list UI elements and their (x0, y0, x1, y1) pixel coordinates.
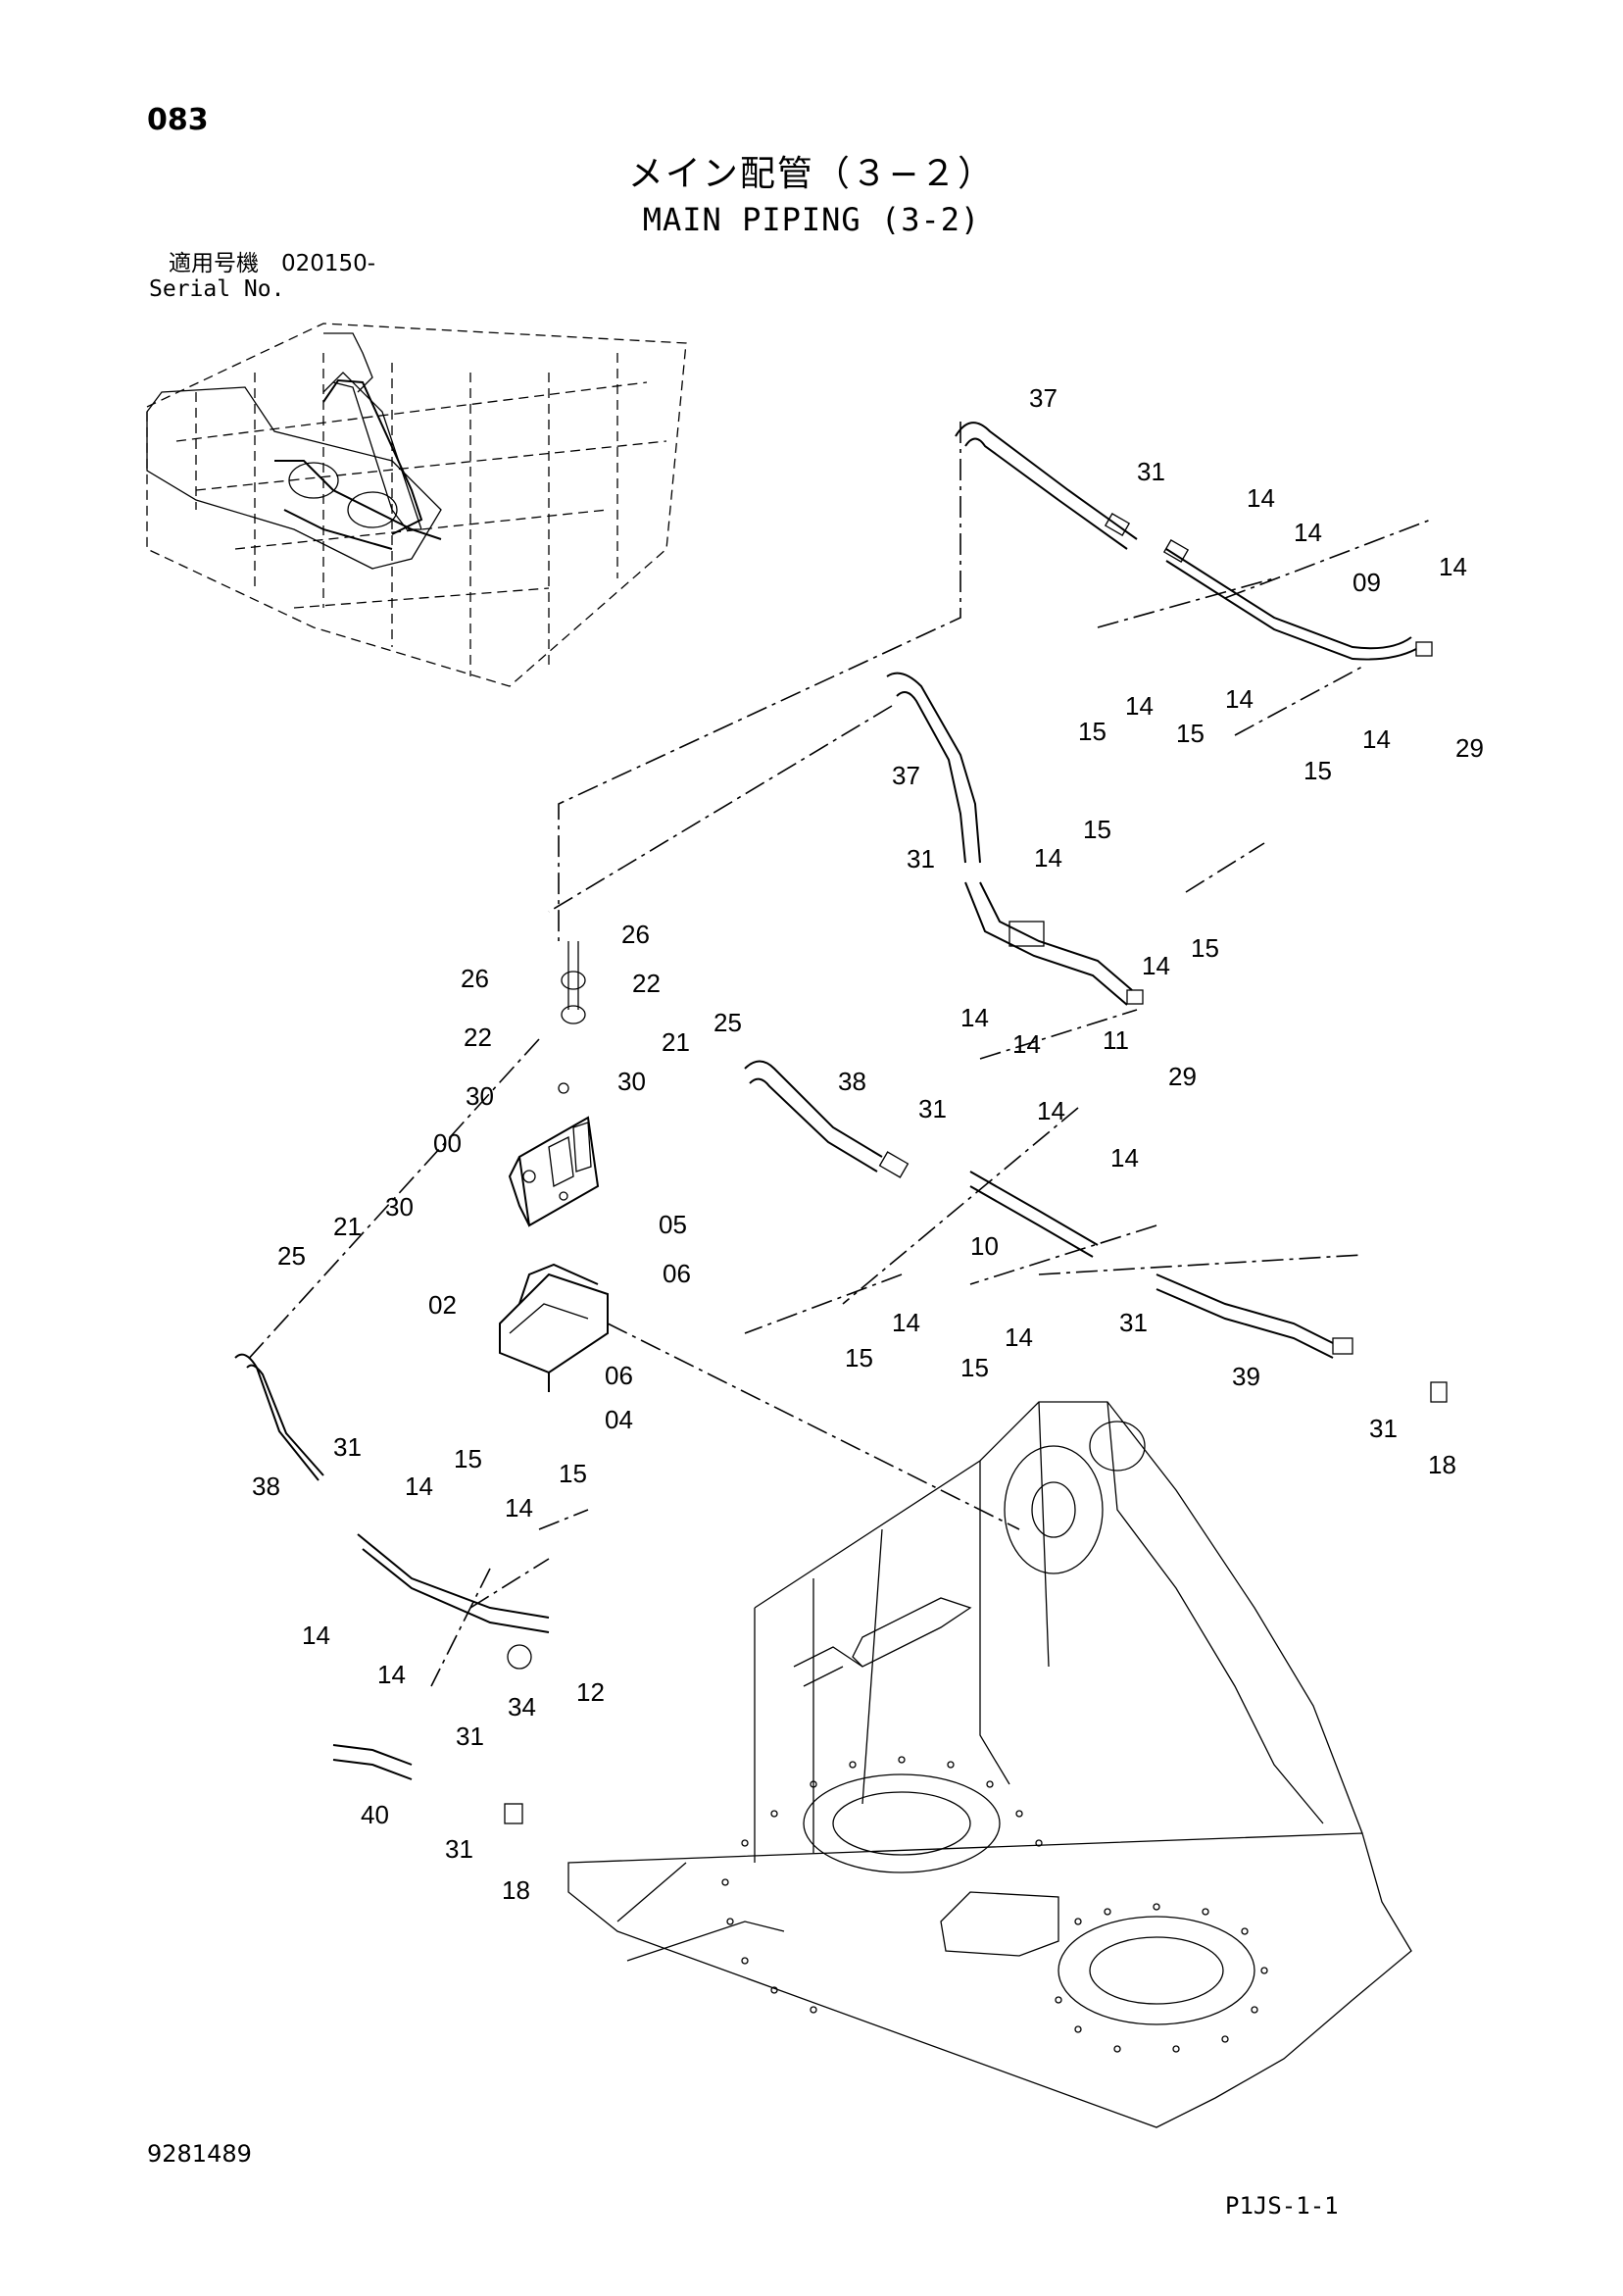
callout-14: 14 (377, 1660, 406, 1689)
callout-14: 14 (505, 1493, 533, 1522)
callout-21: 21 (333, 1212, 362, 1241)
callout-31: 31 (333, 1432, 362, 1462)
callout-21: 21 (662, 1027, 690, 1057)
callout-25: 25 (713, 1008, 742, 1037)
callout-14: 14 (1225, 684, 1254, 714)
callout-09: 09 (1352, 568, 1381, 597)
callout-15: 15 (559, 1459, 587, 1488)
callout-31: 31 (1119, 1308, 1148, 1337)
callout-15: 15 (1078, 717, 1107, 746)
callout-29: 29 (1455, 733, 1484, 763)
callout-40: 40 (361, 1800, 389, 1829)
callout-05: 05 (659, 1210, 687, 1239)
hose-38-tube-10-hose-39-assembly (744, 1060, 1448, 1403)
reference-code: P1JS-1-1 (1225, 2192, 1339, 2220)
callout-31: 31 (456, 1722, 484, 1751)
callout-38-upper: 38 (838, 1067, 866, 1096)
callout-30: 30 (385, 1192, 414, 1222)
hose-37-tube-09-upper-assembly (955, 422, 1433, 661)
serial-number-label: Serial No. (149, 276, 285, 302)
callout-15: 15 (845, 1343, 873, 1373)
callout-14: 14 (1142, 951, 1170, 980)
applicable-serial-label: 適用号機 020150- (169, 251, 376, 276)
callout-18: 18 (502, 1875, 530, 1905)
callout-38-lower: 38 (252, 1472, 280, 1501)
callout-15: 15 (960, 1353, 989, 1382)
callout-31: 31 (907, 844, 935, 873)
callout-39: 39 (1232, 1362, 1260, 1391)
callout-26: 26 (461, 964, 489, 993)
callout-14: 14 (1110, 1143, 1139, 1173)
hose-38-tube-12-hose-40-assembly (234, 1353, 550, 1824)
callout-14: 14 (405, 1472, 433, 1501)
callout-29: 29 (1168, 1062, 1197, 1091)
callout-14: 14 (1005, 1323, 1033, 1352)
callout-31: 31 (1369, 1414, 1398, 1443)
callout-30: 30 (617, 1067, 646, 1096)
callout-00: 00 (433, 1128, 462, 1158)
callout-14: 14 (892, 1308, 920, 1337)
callout-25: 25 (277, 1241, 306, 1271)
valve-block-00 (508, 941, 600, 1227)
callout-labels: 37 31 14 14 09 14 15 14 15 14 14 15 29 3… (252, 383, 1484, 1905)
callout-37-upper: 37 (1029, 383, 1057, 413)
callout-31-upper: 31 (1137, 457, 1165, 486)
callout-14: 14 (1034, 843, 1062, 873)
swing-frame-outline (567, 1401, 1412, 2128)
callout-15: 15 (1191, 933, 1219, 963)
callout-31: 31 (918, 1094, 947, 1123)
callout-37-middle: 37 (892, 761, 920, 790)
bracket-02 (499, 1263, 609, 1392)
callout-14: 14 (1247, 483, 1275, 513)
callout-12: 12 (576, 1677, 605, 1707)
callout-34: 34 (508, 1692, 536, 1722)
callout-10: 10 (970, 1231, 999, 1261)
callout-15: 15 (1303, 756, 1332, 785)
callout-15: 15 (1083, 815, 1111, 844)
page-title-japanese: メイン配管（３−２） (627, 154, 996, 194)
callout-14: 14 (1012, 1029, 1041, 1059)
callout-15: 15 (1176, 719, 1205, 748)
callout-15: 15 (454, 1444, 482, 1473)
callout-14: 14 (1037, 1096, 1065, 1125)
callout-22: 22 (464, 1023, 492, 1052)
document-number: 9281489 (147, 2140, 252, 2168)
assembly-leader-lines (244, 422, 1432, 1687)
callout-04: 04 (605, 1405, 633, 1434)
callout-22: 22 (632, 969, 661, 998)
callout-02: 02 (428, 1290, 457, 1320)
callout-30: 30 (466, 1081, 494, 1111)
callout-14: 14 (1362, 724, 1391, 754)
callout-18: 18 (1428, 1450, 1456, 1479)
callout-26: 26 (621, 920, 650, 949)
hose-37-tube-11-middle-assembly (886, 672, 1144, 1006)
callout-14: 14 (1439, 552, 1467, 581)
callout-14: 14 (1125, 691, 1154, 721)
machine-overview-inset (146, 323, 687, 687)
page-title-english: MAIN PIPING (3-2) (642, 201, 981, 238)
callout-31: 31 (445, 1834, 473, 1864)
callout-06: 06 (663, 1259, 691, 1288)
callout-14: 14 (960, 1003, 989, 1032)
callout-06: 06 (605, 1361, 633, 1390)
callout-14: 14 (1294, 518, 1322, 547)
callout-14: 14 (302, 1621, 330, 1650)
callout-11: 11 (1103, 1025, 1129, 1055)
page-number: 083 (147, 103, 209, 137)
